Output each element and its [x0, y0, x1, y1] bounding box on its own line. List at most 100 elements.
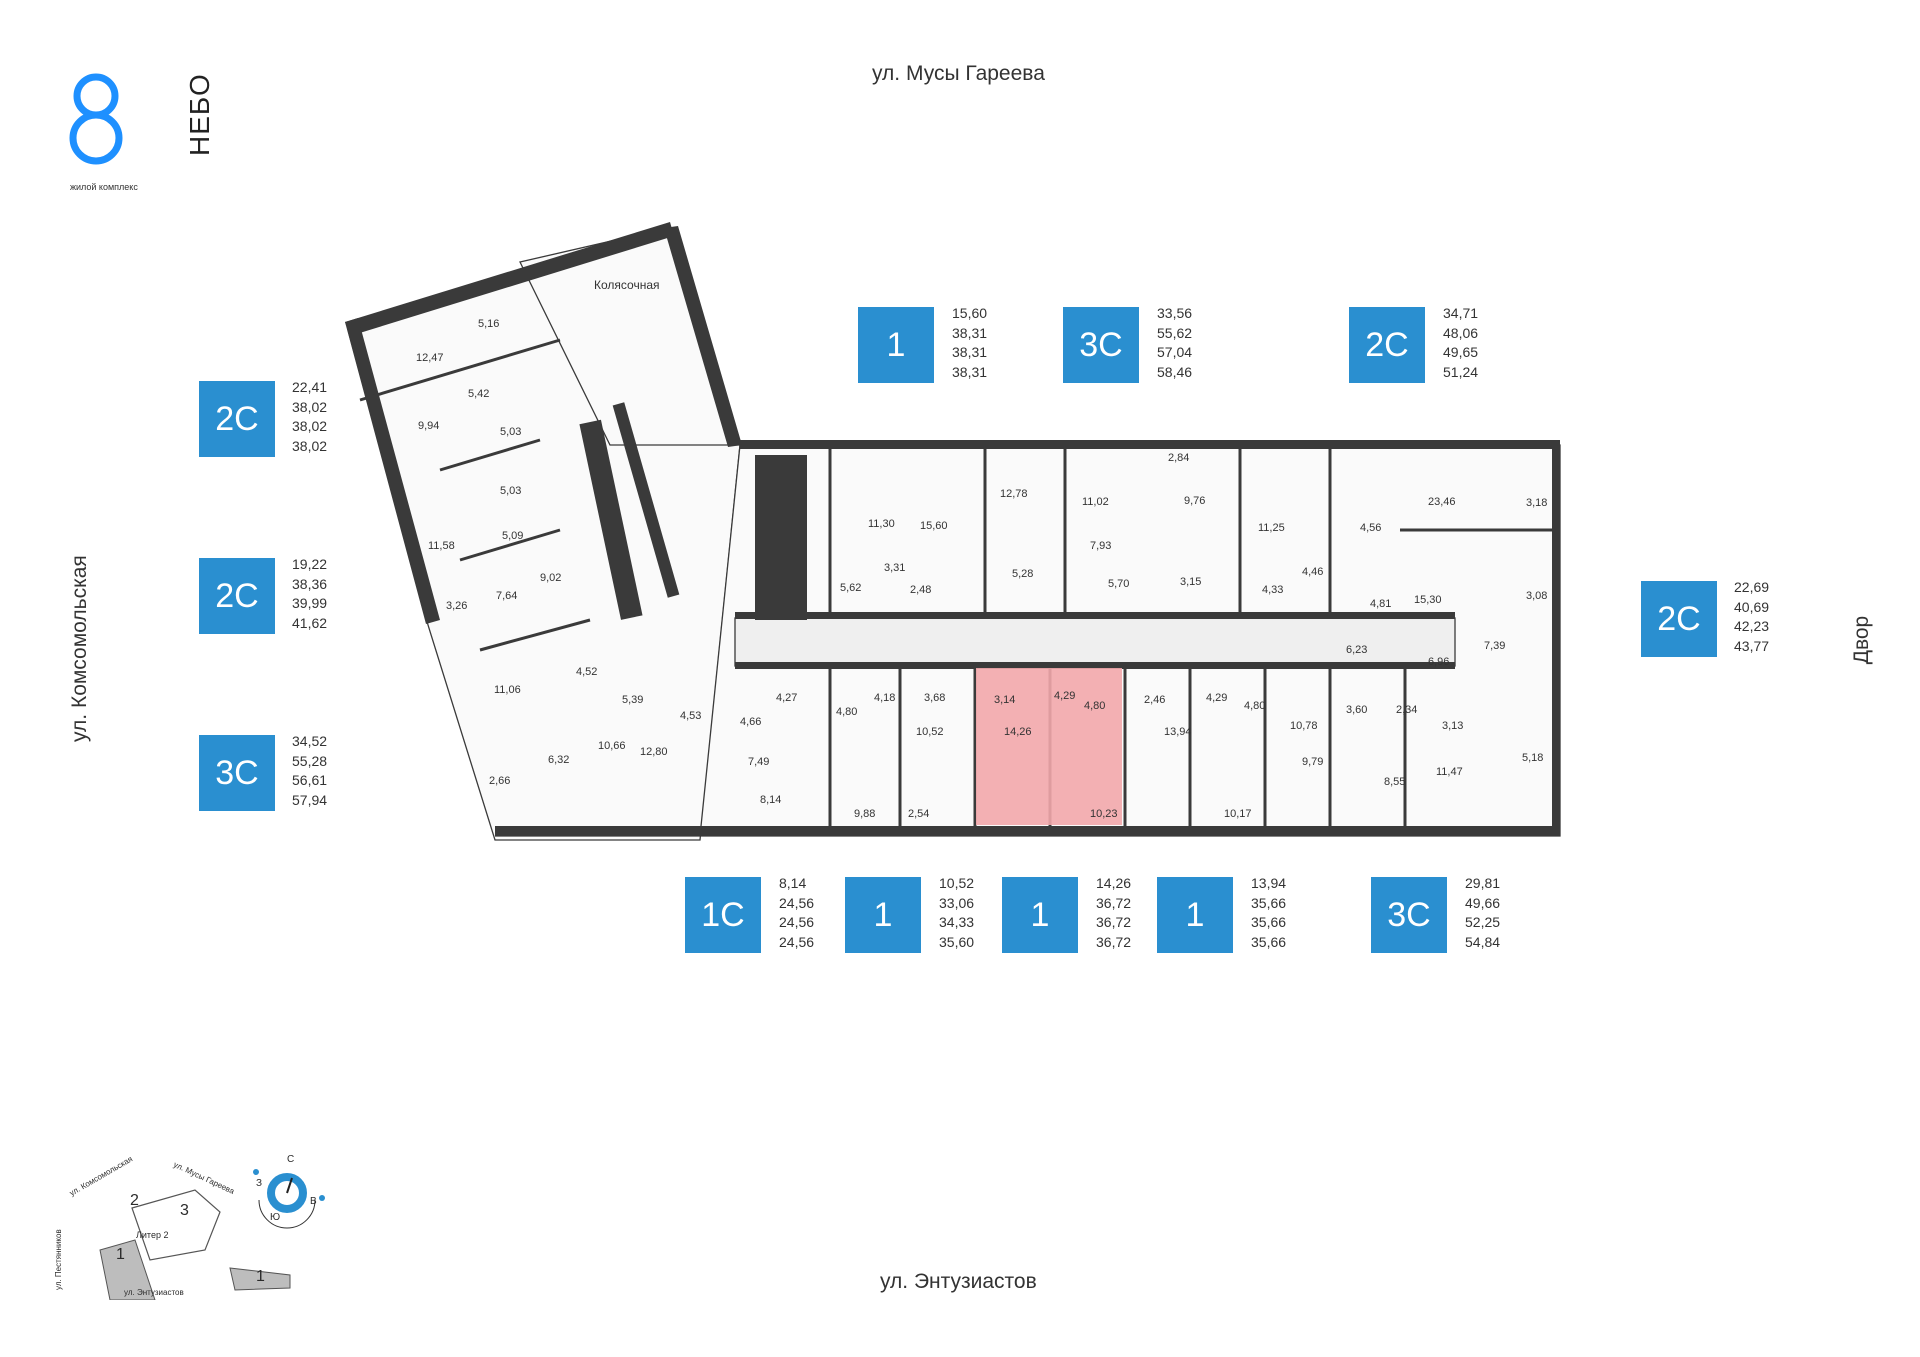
room-area-label: 2,54: [908, 808, 930, 820]
room-area-label: 5,18: [1522, 752, 1544, 764]
room-area-label: 23,46: [1428, 496, 1456, 508]
apartment-badge[interactable]: 1: [858, 307, 934, 383]
room-area-label: 3,68: [924, 692, 946, 704]
room-area-label: 5,16: [478, 318, 500, 330]
room-kolyasochnaya: Колясочная: [594, 278, 660, 292]
room-area-label: 8,55: [1384, 776, 1406, 788]
room-area-label: 4,33: [1262, 584, 1284, 596]
room-area-label: 5,28: [1012, 568, 1034, 580]
room-area-label: 11,06: [494, 684, 521, 696]
apartment-badge[interactable]: 1С: [685, 877, 761, 953]
room-area-label: 5,70: [1108, 578, 1130, 590]
room-area-label: 10,52: [916, 726, 944, 738]
apartment-badge[interactable]: 1: [1002, 877, 1078, 953]
room-area-label: 10,17: [1224, 808, 1252, 820]
apartment-badge[interactable]: 1: [845, 877, 921, 953]
apartment-badge[interactable]: 1: [1157, 877, 1233, 953]
room-area-label: 3,13: [1442, 720, 1464, 732]
apartment-badge[interactable]: 2С: [199, 381, 275, 457]
minimap-buildings: [99, 1189, 291, 1301]
room-area-label: 3,26: [446, 600, 468, 612]
room-area-label: 7,39: [1484, 640, 1506, 652]
minimap-street-pesochnikov: ул. Пестянников: [54, 1229, 63, 1290]
compass-e: В: [310, 1196, 317, 1207]
compass-w: З: [256, 1178, 263, 1189]
room-area-label: 14,26: [1004, 726, 1032, 738]
apartment-badge[interactable]: 3С: [1063, 307, 1139, 383]
room-area-label: 10,66: [598, 740, 626, 752]
room-area-label: 9,88: [854, 808, 876, 820]
logo-subtitle: жилой комплекс: [70, 182, 138, 192]
room-area-label: 4,46: [1302, 566, 1324, 578]
room-area-label: 12,47: [416, 352, 444, 364]
room-area-label: 2,84: [1168, 452, 1190, 464]
room-area-label: 4,52: [576, 666, 598, 678]
apartment-badge[interactable]: 3С: [1371, 877, 1447, 953]
room-area-label: 11,58: [428, 540, 455, 552]
room-area-label: 7,64: [496, 590, 518, 602]
room-area-label: 15,60: [920, 520, 948, 532]
room-area-label: 11,25: [1258, 522, 1285, 534]
compass-n: С: [287, 1154, 295, 1165]
apartment-badge[interactable]: 2С: [199, 558, 275, 634]
room-area-label: 15,30: [1414, 594, 1442, 606]
apartment-badge[interactable]: 3С: [199, 735, 275, 811]
room-area-label: 3,15: [1180, 576, 1202, 588]
room-area-label: 11,30: [868, 518, 895, 530]
logo: НЕБО жилой комплекс: [66, 66, 215, 196]
room-area-label: 10,23: [1090, 808, 1118, 820]
minimap-label-b2: 2: [130, 1192, 139, 1209]
room-area-label: 4,66: [740, 716, 762, 728]
apartment-badge[interactable]: 2С: [1349, 307, 1425, 383]
room-area-label: 10,78: [1290, 720, 1318, 732]
room-area-label: 12,80: [640, 746, 668, 758]
room-area-label: 9,94: [418, 420, 440, 432]
room-area-label: 9,76: [1184, 495, 1206, 507]
room-area-label: 8,14: [760, 794, 782, 806]
room-area-label: 4,80: [1244, 700, 1266, 712]
room-area-label: 5,62: [840, 582, 862, 594]
room-area-label: 2,48: [910, 584, 932, 596]
minimap: 2 3 1 1 Литер 2 ул. Энтузиастов ул. Комс…: [54, 1150, 350, 1301]
room-area-label: 6,23: [1346, 644, 1368, 656]
room-area-label: 3,14: [994, 694, 1016, 706]
room-area-label: 5,09: [502, 530, 524, 542]
room-area-label: 6,96: [1428, 656, 1450, 668]
apartment-badge[interactable]: 2С: [1641, 581, 1717, 657]
minimap-label-b1: 1: [116, 1246, 125, 1263]
compass: С Ю З В: [244, 1154, 334, 1230]
room-area-label: 5,42: [468, 388, 490, 400]
room-area-label: 5,39: [622, 694, 644, 706]
highlighted-apartment: [976, 668, 1122, 825]
room-area-label: 7,93: [1090, 540, 1112, 552]
room-area-label: 4,29: [1206, 692, 1228, 704]
minimap-litera: Литер 2: [136, 1230, 169, 1240]
minimap-street-entuziastov: ул. Энтузиастов: [124, 1288, 184, 1297]
room-area-label: 9,02: [540, 572, 562, 584]
room-area-label: 5,03: [500, 485, 522, 497]
room-area-label: 7,49: [748, 756, 770, 768]
room-area-label: 3,08: [1526, 590, 1548, 602]
compass-s: Ю: [270, 1212, 281, 1223]
room-area-label: 3,60: [1346, 704, 1368, 716]
logo-eight-icon: [69, 73, 123, 165]
room-area-label: 4,27: [776, 692, 798, 704]
room-area-label: 4,53: [680, 710, 702, 722]
room-area-label: 2,46: [1144, 694, 1166, 706]
room-area-label: 2,34: [1396, 704, 1418, 716]
room-area-label: 4,80: [836, 706, 858, 718]
minimap-label-b3: 3: [180, 1202, 189, 1219]
room-area-label: 4,56: [1360, 522, 1382, 534]
room-area-label: 4,80: [1084, 700, 1106, 712]
